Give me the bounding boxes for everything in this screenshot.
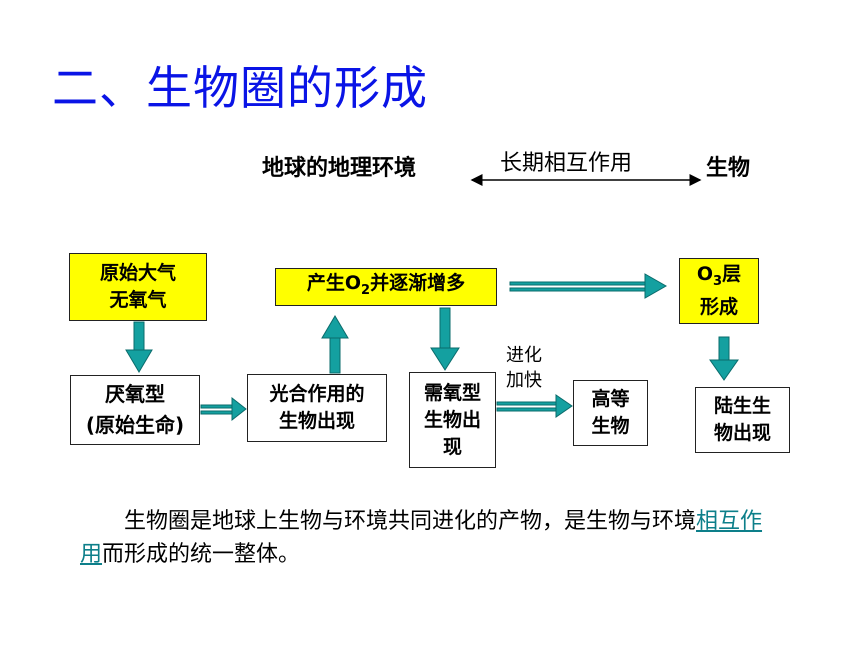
box-higher-organisms: 高等生物 [573, 380, 648, 446]
slide-title: 二、生物圈的形成 [52, 61, 428, 115]
box-o2-increase: 产生O2并逐渐增多 [275, 268, 497, 306]
relation-right: 生物 [706, 156, 751, 181]
arrow-right-2 [509, 273, 668, 299]
relation-left: 地球的地理环境 [262, 156, 417, 181]
box-aerobic: 需氧型生物出现 [409, 372, 496, 468]
box-primitive-atmosphere: 原始大气无氧气 [69, 253, 207, 321]
arrow-down-3 [709, 336, 739, 381]
summary-paragraph: 生物圈是地球上生物与环境共同进化的产物，是生物与环境相互作用而形成的统一整体。 [80, 509, 763, 567]
box-photosynthesis: 光合作用的生物出现 [247, 374, 387, 442]
box-land-organisms: 陆生生物出现 [695, 387, 790, 453]
arrow-down-1 [125, 321, 153, 373]
arrow-right-1 [200, 396, 247, 422]
relation-middle: 长期相互作用 [500, 151, 633, 176]
evolution-note: 进化 加快 [506, 345, 542, 391]
box-ozone: O3层形成 [679, 258, 759, 324]
arrow-right-3 [496, 394, 573, 418]
arrow-up-1 [321, 315, 349, 374]
link-interaction[interactable]: 相互作用 [80, 509, 763, 567]
box-anaerobic: 厌氧型(原始生命) [70, 375, 200, 445]
arrow-down-2 [430, 307, 460, 371]
